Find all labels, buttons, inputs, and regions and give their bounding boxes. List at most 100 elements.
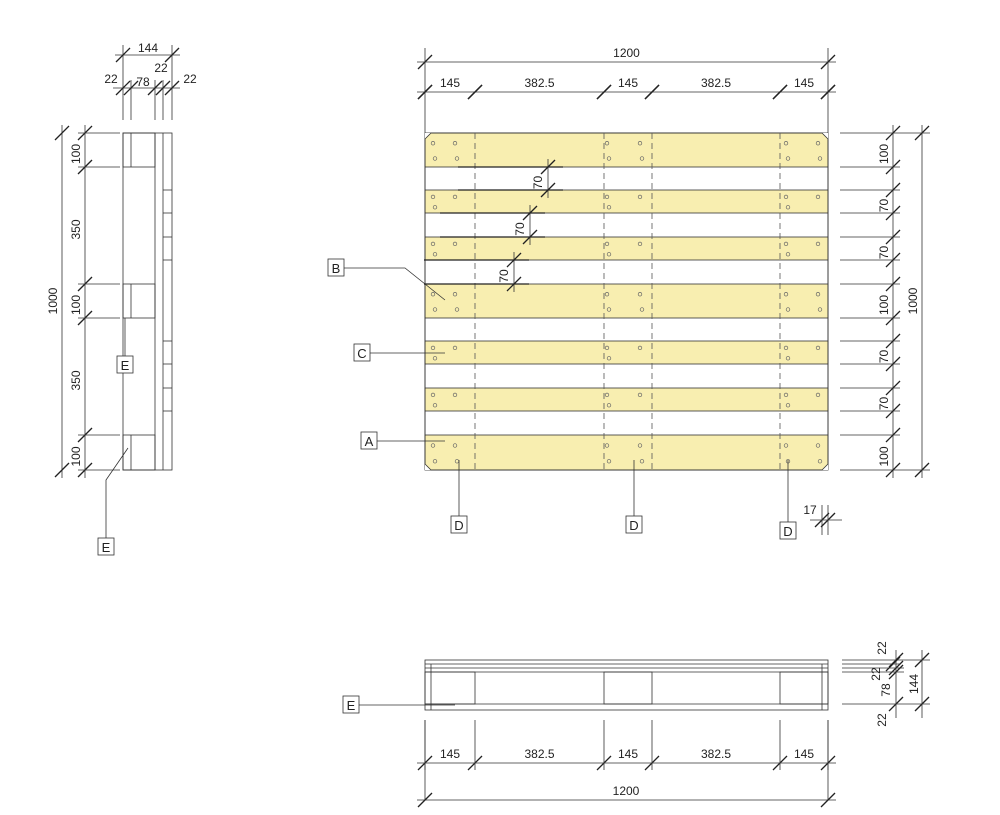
nail-icon [639, 459, 645, 464]
dim-label: 70 [877, 246, 891, 260]
undefined-leader [344, 267, 446, 301]
dim-label: 145 [618, 747, 638, 761]
nail-icon [815, 345, 821, 351]
nail-icon [606, 356, 612, 361]
dim-label: 78 [879, 683, 893, 697]
dim-label: 1000 [906, 287, 920, 314]
dim-label: 22 [154, 61, 168, 75]
dim-label: 22 [869, 667, 883, 681]
dim-tick [115, 47, 131, 63]
nail-icon [430, 345, 436, 351]
text: B [332, 261, 341, 276]
nail-icon [606, 459, 612, 464]
nail-icon [815, 292, 821, 297]
block [122, 434, 156, 471]
nail-icon [432, 459, 438, 464]
text: E [347, 698, 356, 713]
dim-tick [596, 84, 612, 100]
nail-icon [454, 156, 460, 161]
dim-label: 22 [104, 72, 118, 86]
dim-tick [54, 125, 70, 141]
nail-icon [432, 403, 438, 408]
nail-icon [604, 443, 610, 448]
dim-label: 382.5 [524, 76, 554, 90]
dim-label: 70 [877, 397, 891, 411]
nail-icon [452, 141, 458, 146]
nail-icon [604, 194, 610, 200]
dim-tick [164, 80, 180, 96]
nail-icon [815, 141, 821, 146]
dim-tick [522, 205, 538, 221]
dim-label: 1200 [613, 784, 640, 798]
dim-tick [885, 356, 901, 372]
dim-tick [885, 427, 901, 443]
dim-tick [885, 276, 901, 292]
nail-icon [783, 194, 789, 200]
dim-label: 100 [69, 295, 83, 315]
deck-board [424, 387, 829, 412]
dim-label: 100 [877, 446, 891, 466]
nail-icon [637, 194, 643, 200]
nail-icon [783, 345, 789, 351]
block [779, 671, 829, 705]
nail-icon [815, 194, 821, 200]
dim-label: 70 [531, 176, 545, 190]
dim-tick [540, 159, 556, 175]
nail-icon [604, 345, 610, 351]
dim-tick [147, 80, 163, 96]
nail-icon [637, 443, 643, 448]
block [122, 132, 156, 168]
dim-tick [885, 182, 901, 198]
nail-icon [430, 141, 436, 146]
nail-icon [783, 392, 789, 398]
nail-icon [430, 194, 436, 200]
dim-label: 1000 [46, 287, 60, 314]
deck-board [424, 189, 829, 214]
nail-icon [783, 241, 789, 247]
dim-tick [417, 84, 433, 100]
nail-icon [637, 241, 643, 247]
dim-label: 145 [794, 747, 814, 761]
nail-icon [639, 307, 645, 312]
undefined-box [353, 343, 371, 362]
dim-tick [772, 84, 788, 100]
dim-label: 145 [440, 76, 460, 90]
dim-label: 382.5 [524, 747, 554, 761]
nail-icon [454, 307, 460, 312]
text: D [783, 524, 792, 539]
dim-label: 78 [136, 75, 150, 89]
dim-label: 70 [497, 269, 511, 283]
nail-icon [452, 345, 458, 351]
nail-icon [452, 443, 458, 448]
nail-icon [639, 156, 645, 161]
dim-tick [885, 229, 901, 245]
nail-icon [606, 307, 612, 312]
nail-icon [637, 392, 643, 398]
dim-label: 100 [877, 144, 891, 164]
text: E [102, 540, 111, 555]
nail-icon [452, 241, 458, 247]
dim-tick [506, 276, 522, 292]
dim-tick [820, 84, 836, 100]
dim-tick [885, 252, 901, 268]
undefined-leader [105, 447, 129, 538]
dim-tick [885, 310, 901, 326]
dim-tick [885, 159, 901, 175]
block [122, 283, 156, 319]
nail-icon [430, 292, 436, 297]
nail-icon [817, 307, 823, 312]
dim-tick [885, 333, 901, 349]
dim-label: 145 [440, 747, 460, 761]
nail-icon [452, 292, 458, 297]
dim-tick [885, 205, 901, 221]
dim-label: 22 [875, 641, 889, 655]
deck-board [424, 236, 829, 261]
nail-icon [783, 141, 789, 146]
dim-label: 350 [69, 370, 83, 390]
nail-icon [785, 403, 791, 408]
dim-label: 144 [138, 41, 158, 55]
nail-icon [606, 205, 612, 210]
nail-icon [785, 252, 791, 257]
deck-board [424, 340, 829, 365]
